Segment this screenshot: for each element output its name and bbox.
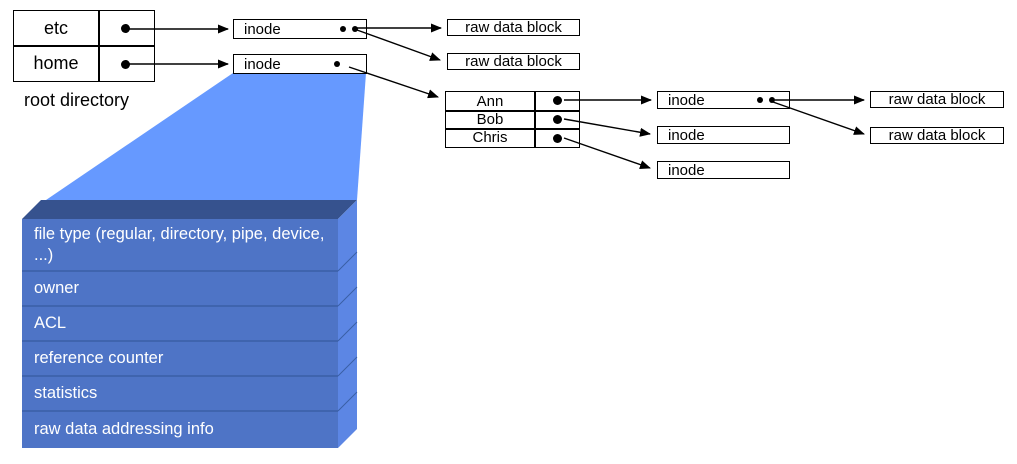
inode-label: inode — [668, 126, 705, 144]
block-pointer-dot — [334, 61, 340, 67]
raw-data-block-label: raw data block — [465, 53, 562, 70]
detail-row-raw-data-addressing: raw data addressing info — [34, 420, 214, 438]
table-divider — [446, 128, 579, 130]
dir-entry-ann: Ann — [476, 92, 504, 110]
bob-pointer-dot — [553, 115, 562, 124]
etc-pointer-dot — [121, 24, 130, 33]
dir-entry-bob: Bob — [476, 110, 504, 128]
detail-row-owner: owner — [34, 279, 79, 297]
ann-pointer-dot — [553, 96, 562, 105]
inode-box-bob: inode — [657, 126, 790, 144]
root-directory-label: root directory — [24, 90, 130, 110]
block-pointer-dot — [757, 97, 763, 103]
raw-data-block: raw data block — [447, 53, 580, 70]
table-divider — [14, 45, 154, 47]
inode-box-etc: inode — [233, 19, 367, 39]
table-divider — [446, 110, 579, 112]
detail-row-statistics: statistics — [34, 384, 98, 402]
inode-label: inode — [668, 161, 705, 179]
inode-box-chris: inode — [657, 161, 790, 179]
detail-row-reference-counter: reference counter — [34, 349, 164, 367]
inode-detail-top-face — [22, 200, 357, 219]
inode-label: inode — [244, 20, 281, 38]
block-pointer-dot — [340, 26, 346, 32]
raw-data-block-label: raw data block — [465, 19, 562, 36]
root-directory-table: etc home — [13, 10, 155, 82]
block-pointer-dot — [769, 97, 775, 103]
chris-pointer-dot — [553, 134, 562, 143]
raw-data-block: raw data block — [870, 127, 1004, 144]
dir-entry-home: home — [33, 52, 79, 73]
raw-data-block: raw data block — [870, 91, 1004, 108]
raw-data-block-label: raw data block — [888, 91, 986, 108]
table-divider — [534, 92, 536, 147]
arrow-inode-to-rawblock-2 — [356, 29, 441, 61]
dir-entry-etc: etc — [43, 17, 68, 38]
inode-box-home: inode — [233, 54, 367, 74]
detail-row-file-type: file type (regular, directory, pipe, dev… — [34, 225, 325, 264]
inode-label: inode — [668, 91, 705, 109]
inode-detail-side-face — [338, 200, 357, 448]
raw-data-block-label: raw data block — [888, 127, 986, 144]
home-pointer-dot — [121, 60, 130, 69]
dir-entry-chris: Chris — [472, 128, 508, 146]
raw-data-block: raw data block — [447, 19, 580, 36]
block-pointer-dot — [352, 26, 358, 32]
inode-label: inode — [244, 55, 281, 73]
detail-side-seams — [337, 251, 358, 412]
detail-row-acl: ACL — [34, 314, 67, 332]
inode-box-ann: inode — [657, 91, 790, 109]
